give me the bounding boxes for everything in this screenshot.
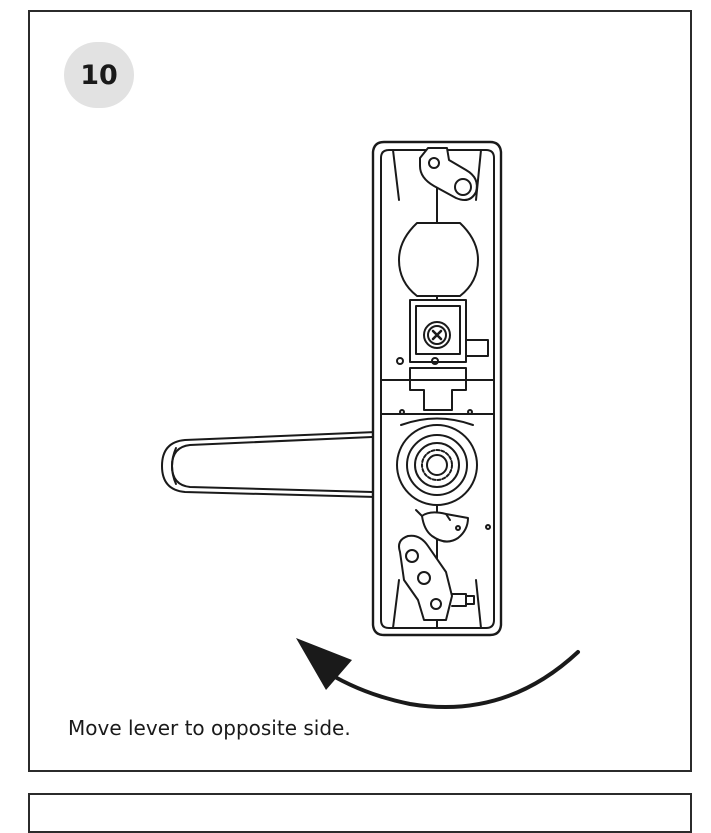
lock-illustration [161,140,580,709]
return-spring-cam [415,509,491,543]
lever-handle [161,431,377,498]
lever-rose [396,417,478,506]
spindle-opening [398,222,479,297]
instruction-panel: 10 Move lever to opposite side. [28,10,692,772]
rotation-arrow [318,650,580,709]
step-number-badge: 10 [64,42,134,108]
step-number: 10 [80,59,118,91]
top-mounting-tab [419,147,478,201]
instruction-caption: Move lever to opposite side. [68,716,351,740]
slider-block [380,367,495,415]
bottom-mounting-tab [398,534,475,621]
cross-screw-assembly [396,299,489,365]
arrow-head [296,638,352,690]
